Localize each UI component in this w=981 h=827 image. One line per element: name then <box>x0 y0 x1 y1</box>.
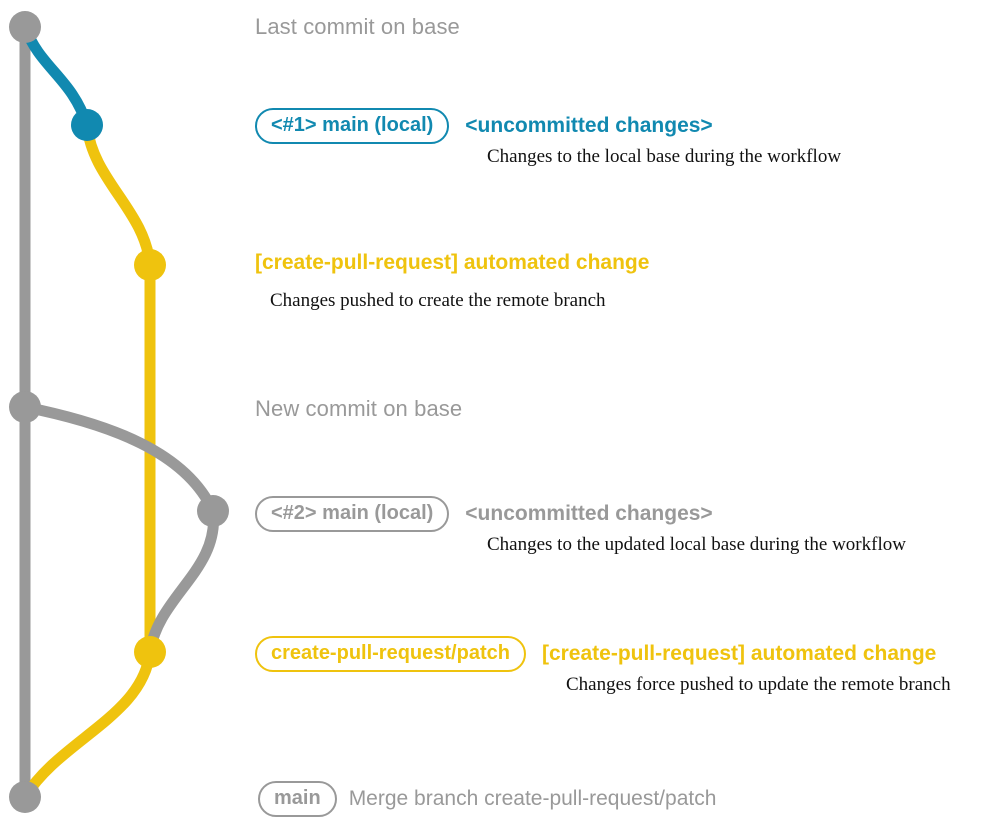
commit-description-automated-change-1: Changes pushed to create the remote bran… <box>270 290 606 311</box>
commit-subject-merge: Merge branch create-pull-request/patch <box>348 786 717 810</box>
commit-subject-automated-change-1: [create-pull-request] automated change <box>255 251 650 274</box>
commit-node-automated-change-2[interactable] <box>134 636 166 668</box>
headline-new-commit-on-base: New commit on base <box>255 396 463 421</box>
commit-row-automated-change-1: [create-pull-request] automated change <box>255 251 650 274</box>
edge-local-2-to-patch-2 <box>144 505 219 658</box>
branch-pill-create-pull-request-patch[interactable]: create-pull-request/patch <box>255 636 526 672</box>
branch-pill-local-2[interactable]: <#2> main (local) <box>255 496 450 532</box>
branch-pill-local-1[interactable]: <#1> main (local) <box>255 108 450 144</box>
commit-node-local-1[interactable] <box>71 109 103 141</box>
commit-node-automated-change-1[interactable] <box>134 249 166 281</box>
commit-node-local-2[interactable] <box>197 495 229 527</box>
commit-subject-local-2: <uncommitted changes> <box>465 501 713 525</box>
edge-local-1-to-patch-1 <box>81 119 156 271</box>
commit-node-base-head[interactable] <box>9 11 41 43</box>
commit-subject-automated-change-2: [create-pull-request] automated change <box>541 641 937 665</box>
headline-last-commit-on-base: Last commit on base <box>255 14 460 39</box>
commit-node-merge[interactable] <box>9 781 41 813</box>
commit-row-local-2: <#2> main (local) <uncommitted changes> <box>255 496 713 532</box>
commit-description-local-2: Changes to the updated local base during… <box>487 534 906 555</box>
commit-node-base-new[interactable] <box>9 391 41 423</box>
commit-description-automated-change-2: Changes force pushed to update the remot… <box>566 674 951 695</box>
commit-description-local-1: Changes to the local base during the wor… <box>487 146 842 167</box>
edge-base-new-to-local-2 <box>19 401 219 517</box>
commit-row-automated-change-2: create-pull-request/patch [create-pull-r… <box>255 636 936 672</box>
edge-patch-2-to-merge <box>19 646 156 803</box>
branch-pill-main[interactable]: main <box>258 781 337 817</box>
commit-subject-local-1: <uncommitted changes> <box>465 113 713 137</box>
commit-row-merge: main Merge branch create-pull-request/pa… <box>258 781 716 817</box>
commit-row-local-1: <#1> main (local) <uncommitted changes> <box>255 108 713 144</box>
